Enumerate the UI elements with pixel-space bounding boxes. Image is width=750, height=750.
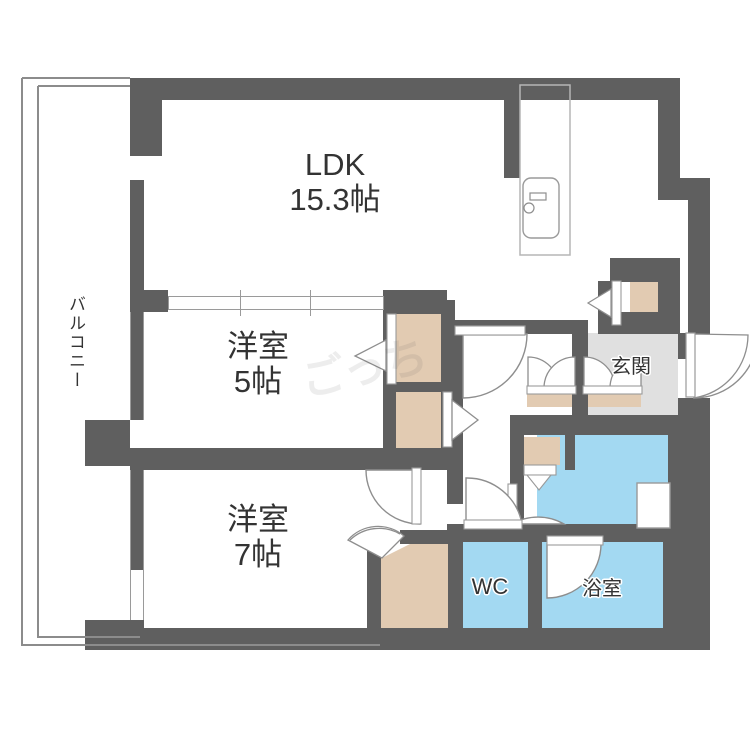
window-bedroom7-a xyxy=(130,470,131,630)
wall-ldk-left-upper xyxy=(130,134,144,156)
wall-washroom-bottom xyxy=(528,524,548,542)
wall-kitchen-left xyxy=(504,78,520,178)
balcony-label: バルコニー xyxy=(66,295,85,390)
window-line-ldk-left-b xyxy=(143,156,144,180)
ldk-area: 15.3帖 xyxy=(289,181,381,217)
window-line-ldk-left-a xyxy=(130,156,131,180)
bedroom7-area: 7帖 xyxy=(233,536,283,572)
genkan-label: 玄関 xyxy=(611,356,651,378)
wall-bottom xyxy=(130,628,690,650)
wall-right-upper xyxy=(658,78,680,188)
window-bedroom5-b xyxy=(143,312,144,420)
closet-above-washroom-right xyxy=(583,389,641,407)
wall-wc-right xyxy=(528,542,542,638)
ldk-title: LDK xyxy=(304,147,366,182)
bedroom5-label: 洋室 5帖 xyxy=(188,329,328,399)
wall-closet-mid xyxy=(383,382,443,392)
wall-bedroom-partition xyxy=(130,448,463,470)
wall-top xyxy=(130,78,680,100)
wall-ldk-left xyxy=(130,180,144,290)
window-bedroom7-b xyxy=(143,470,144,630)
wall-ldk-bedroom-partition-right xyxy=(383,290,447,312)
wc-label: WC xyxy=(471,574,509,599)
wall-washroom-mid-v xyxy=(565,435,575,470)
bedroom7-title: 洋室 xyxy=(227,502,289,537)
wall-ldk-bedroom-partition-left xyxy=(130,290,168,312)
wall-corridor-bottom xyxy=(447,524,692,542)
wall-bath-right xyxy=(663,542,683,638)
vanity-counter xyxy=(524,437,560,465)
window-bedroom5-a xyxy=(130,312,131,420)
wall-shoe-bottom xyxy=(598,312,680,334)
wall-shoe-left xyxy=(598,281,612,312)
bedroom5-title: 洋室 xyxy=(227,329,289,364)
wall-bedroom7-left xyxy=(130,470,144,570)
closet-bedroom5-lower xyxy=(395,390,442,448)
bedroom5-area: 5帖 xyxy=(233,363,283,399)
wall-corridor-top xyxy=(447,320,588,334)
wall-washroom-right xyxy=(668,415,682,525)
bedroom7-label: 洋室 7帖 xyxy=(188,502,328,572)
closet-above-washroom-left xyxy=(527,389,575,407)
wall-bedroom5-left xyxy=(130,312,144,420)
ldk-label: LDK 15.3帖 xyxy=(255,147,415,217)
wall-genkan-right xyxy=(678,333,694,359)
wall-bedroom7-right xyxy=(367,540,381,632)
sliding-partition-ldk-bedroom5 xyxy=(168,296,384,310)
wall-bedroom7-closet-right xyxy=(448,530,463,632)
wc-floor-notch xyxy=(452,542,542,592)
washroom-floor xyxy=(572,435,682,530)
wall-shoe-right xyxy=(658,258,680,328)
sliding-door-divider-2 xyxy=(310,290,311,316)
bath-label: 浴室 xyxy=(582,578,622,600)
wall-genkan-left xyxy=(572,320,588,415)
wall-right-edge xyxy=(688,178,710,330)
wall-washroom-top xyxy=(510,415,682,435)
closet-bedroom5-upper xyxy=(395,312,442,385)
sliding-door-divider-1 xyxy=(240,290,241,316)
